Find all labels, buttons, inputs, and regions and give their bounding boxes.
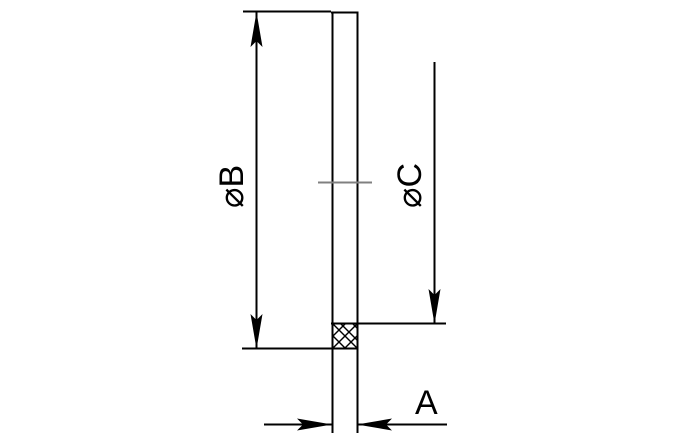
dimension-label-thickness: A bbox=[415, 384, 438, 422]
hatch-line bbox=[332, 323, 357, 349]
arrowhead-left bbox=[357, 418, 392, 431]
arrowhead-up bbox=[250, 12, 263, 47]
hatch-line bbox=[343, 335, 357, 349]
dimension-inner-diameter: ⌀C bbox=[358, 62, 446, 325]
dimension-label-inner-diameter: ⌀C bbox=[391, 163, 429, 208]
dimension-outer-diameter: ⌀B bbox=[213, 10, 331, 350]
section-hatch-group bbox=[332, 323, 357, 349]
arrowhead-down bbox=[250, 314, 263, 349]
dimension-thickness: A bbox=[264, 384, 447, 431]
arrowhead-right bbox=[297, 418, 332, 431]
hatch-line bbox=[332, 323, 347, 338]
dimension-label-outer-diameter: ⌀B bbox=[213, 165, 251, 208]
part-body-group bbox=[331, 11, 359, 433]
part-body-fill bbox=[332, 12, 357, 349]
arrowhead-down bbox=[428, 289, 441, 324]
